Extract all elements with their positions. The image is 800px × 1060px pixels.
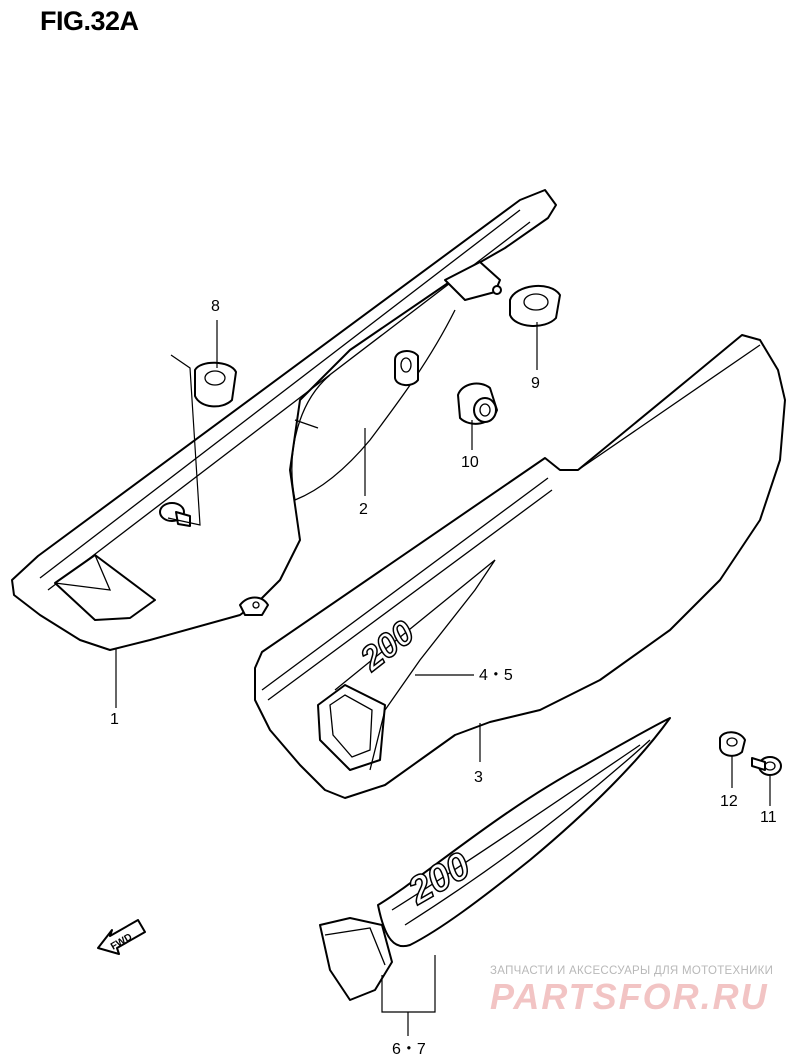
part-1-frame-cover	[11, 189, 557, 651]
fwd-arrow-icon: FWD	[97, 919, 146, 955]
callout-1: 1	[110, 711, 119, 728]
callout-4-5: 4・5	[479, 667, 513, 684]
part-3-side-cover: 200	[254, 334, 786, 799]
callout-6-7: 6・7	[392, 1041, 426, 1058]
part-9-grommet	[509, 284, 561, 327]
callout-12: 12	[720, 793, 738, 810]
leader-lines	[115, 320, 771, 1036]
watermark-logo: PARTSFOR.RU	[490, 976, 769, 1017]
part-12-grommet	[719, 731, 746, 757]
callout-11: 11	[760, 809, 777, 826]
part-11-bolt	[751, 756, 782, 776]
figure-title: FIG.32A	[40, 6, 139, 36]
part-8-grommet	[194, 361, 237, 408]
watermark-tagline: ЗАПЧАСТИ И АКСЕССУАРЫ ДЛЯ МОТОТЕХНИКИ	[490, 965, 774, 977]
callout-8: 8	[211, 298, 220, 315]
part-10-collar	[457, 382, 498, 425]
callout-9: 9	[531, 375, 540, 392]
callout-10: 10	[461, 454, 479, 471]
callout-3: 3	[474, 769, 483, 786]
callout-2: 2	[359, 501, 368, 518]
